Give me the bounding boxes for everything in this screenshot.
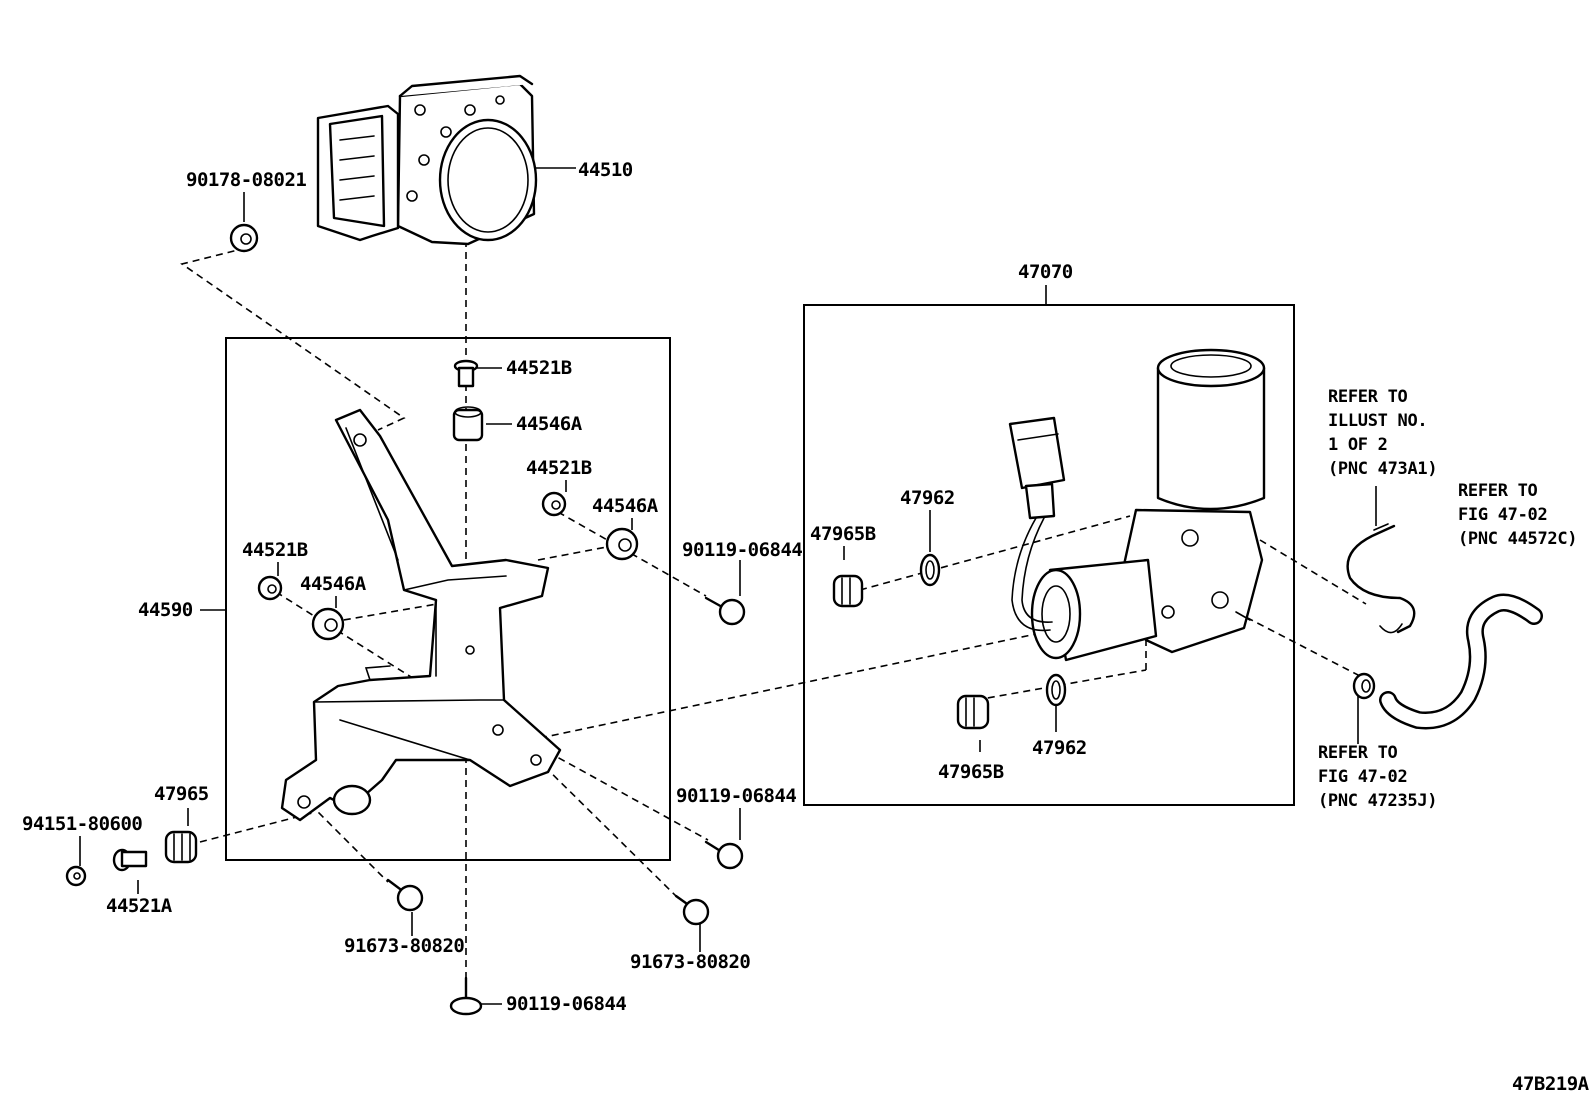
label-44590: 44590 [138, 599, 193, 621]
bolt-90119-06844-bottom [449, 976, 483, 1016]
abs-actuator [316, 74, 538, 246]
note-illust: REFER TO ILLUST NO. 1 OF 2 (PNC 473A1) [1328, 387, 1438, 479]
cushion-47965 [164, 830, 198, 864]
label-44521a: 44521A [106, 895, 173, 917]
cushion-44546a-right [605, 527, 639, 561]
note-hose: REFER TO FIG 47-02 (PNC 44572C) [1458, 481, 1578, 549]
pump-group-box [803, 304, 1295, 806]
bracket-group-box [225, 337, 671, 861]
cushion-47965b-upper [832, 574, 864, 608]
label-90119-06844-middle: 90119-06844 [676, 785, 796, 807]
label-47965b-lower: 47965B [938, 761, 1004, 783]
label-44510: 44510 [578, 159, 633, 181]
collar-44521b-right [541, 491, 567, 517]
ring-47962-upper [919, 553, 941, 587]
label-44546a-right: 44546A [592, 495, 659, 517]
svg-text:REFER TO: REFER TO [1318, 743, 1398, 763]
collar-44521a [112, 848, 148, 872]
label-44521b-center: 44521B [506, 357, 572, 379]
label-47070: 47070 [1018, 261, 1073, 283]
hose-44572c [1379, 593, 1543, 730]
label-47962-lower: 47962 [1032, 737, 1087, 759]
cushion-44546a-center [452, 406, 484, 442]
label-91673-80820-right: 91673-80820 [630, 951, 750, 973]
nut-94151-80600 [65, 865, 87, 887]
collar-44521b-center [453, 359, 479, 388]
bracket-44590 [280, 408, 562, 822]
collar-44521b-left [257, 575, 283, 601]
bolt-91673-80820-right [674, 894, 710, 926]
cushion-47965b-lower [956, 694, 990, 730]
label-44546a-center: 44546A [516, 413, 583, 435]
label-44521b-right: 44521B [526, 457, 592, 479]
svg-text:(PNC 473A1): (PNC 473A1) [1328, 459, 1437, 479]
bolt-90119-06844-middle [704, 840, 744, 870]
nut-90178-08021 [229, 223, 259, 253]
svg-text:(PNC 47235J): (PNC 47235J) [1318, 791, 1437, 811]
svg-text:1 OF 2: 1 OF 2 [1328, 435, 1388, 455]
cushion-44546a-left [311, 607, 345, 641]
label-47962-upper: 47962 [900, 487, 955, 509]
label-diagram-code: 47B219A [1512, 1073, 1590, 1095]
svg-text:FIG 47-02: FIG 47-02 [1318, 767, 1407, 787]
svg-text:(PNC 44572C): (PNC 44572C) [1458, 529, 1577, 549]
svg-text:REFER TO: REFER TO [1458, 481, 1538, 501]
pipe-473a1 [1346, 523, 1416, 634]
label-47965: 47965 [154, 783, 209, 805]
label-44521b-left: 44521B [242, 539, 308, 561]
note-clip: REFER TO FIG 47-02 (PNC 47235J) [1318, 743, 1438, 811]
label-47965b-upper: 47965B [810, 523, 876, 545]
label-91673-80820-left: 91673-80820 [344, 935, 464, 957]
pump-motor-assy [1008, 348, 1266, 662]
label-90119-06844-upper: 90119-06844 [682, 539, 802, 561]
bolt-91673-80820-left [386, 878, 424, 912]
leader-lines [79, 167, 1377, 1005]
ring-47962-lower [1045, 673, 1067, 707]
label-90119-06844-bottom: 90119-06844 [506, 993, 626, 1015]
svg-text:FIG 47-02: FIG 47-02 [1458, 505, 1547, 525]
bolt-90119-06844-upper [704, 596, 746, 626]
part-labels: 44510 90178-08021 44590 44521B 44546A 44… [22, 159, 1590, 1095]
svg-text:ILLUST NO.: ILLUST NO. [1328, 411, 1427, 431]
clip-47235j [1352, 672, 1376, 700]
label-90178-08021: 90178-08021 [186, 169, 306, 191]
svg-text:REFER TO: REFER TO [1328, 387, 1408, 407]
label-44546a-left: 44546A [300, 573, 367, 595]
label-94151-80600: 94151-80600 [22, 813, 142, 835]
